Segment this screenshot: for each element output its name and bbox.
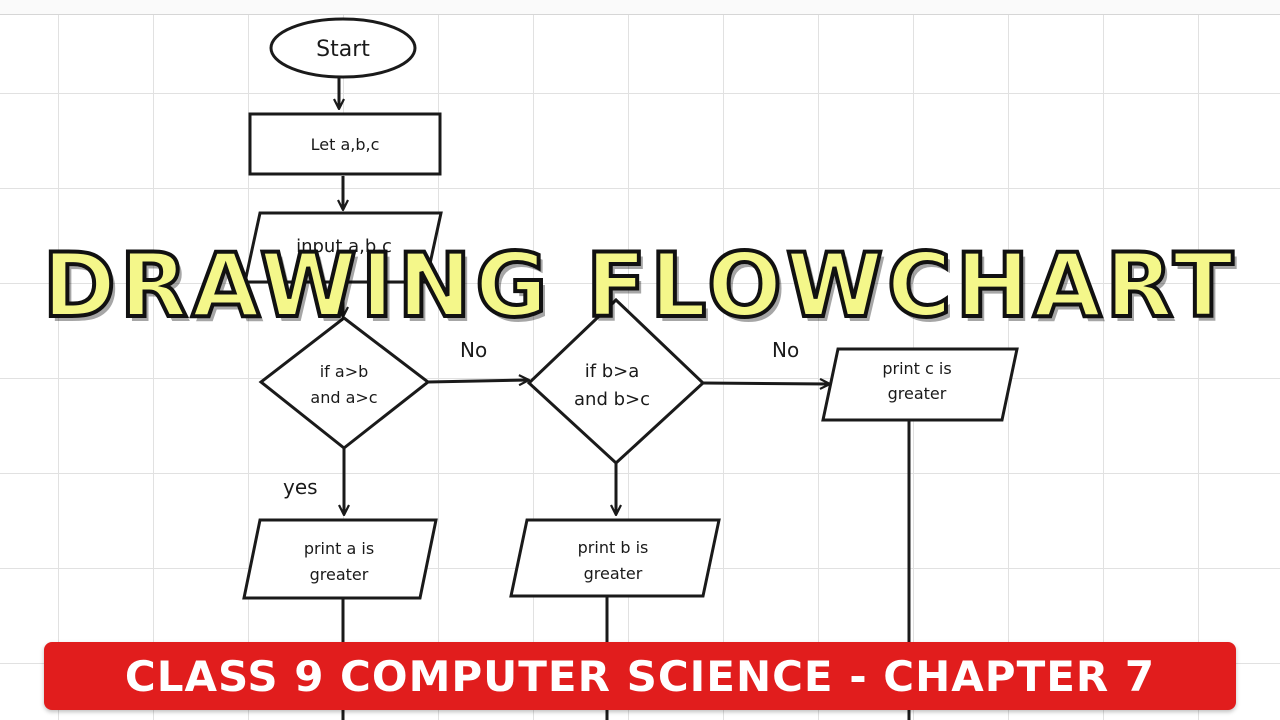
print-c-parallelogram	[821, 347, 1019, 422]
edge-label-yes: yes	[283, 475, 318, 499]
chapter-banner: CLASS 9 COMPUTER SCIENCE - CHAPTER 7	[44, 642, 1236, 710]
print-b-label-line1: print b is	[578, 538, 649, 557]
start-label: Start	[316, 37, 370, 62]
decision-b-label-line1: if b>a	[585, 361, 640, 382]
decision-a-diamond	[258, 316, 431, 450]
print-a-label-line1: print a is	[304, 539, 374, 558]
top-border	[0, 0, 1280, 15]
decision-b-label-line2: and b>c	[574, 389, 650, 410]
start-terminal	[269, 17, 417, 79]
input-label: input a,b,c	[296, 236, 392, 257]
print-a-parallelogram	[242, 518, 438, 600]
print-c-label-line2: greater	[888, 384, 947, 403]
edge-label-no-2: No	[772, 338, 799, 362]
print-c-label-line1: print c is	[882, 359, 951, 378]
input-parallelogram	[243, 211, 443, 284]
chapter-banner-text: CLASS 9 COMPUTER SCIENCE - CHAPTER 7	[124, 651, 1156, 701]
arrow-decision-b-no	[702, 383, 829, 384]
declare-label: Let a,b,c	[311, 135, 380, 154]
title-overlay: DRAWING FLOWCHART	[41, 234, 1238, 338]
arrow-decision-a-no	[427, 380, 528, 382]
declare-process-box	[248, 112, 442, 176]
decision-a-label-line2: and a>c	[310, 388, 377, 407]
print-a-label-line2: greater	[310, 565, 369, 584]
decision-a-label-line1: if a>b	[320, 362, 369, 381]
edge-label-no-1: No	[460, 338, 487, 362]
print-b-label-line2: greater	[584, 564, 643, 583]
decision-b-diamond	[526, 297, 706, 466]
print-b-parallelogram	[509, 518, 721, 598]
